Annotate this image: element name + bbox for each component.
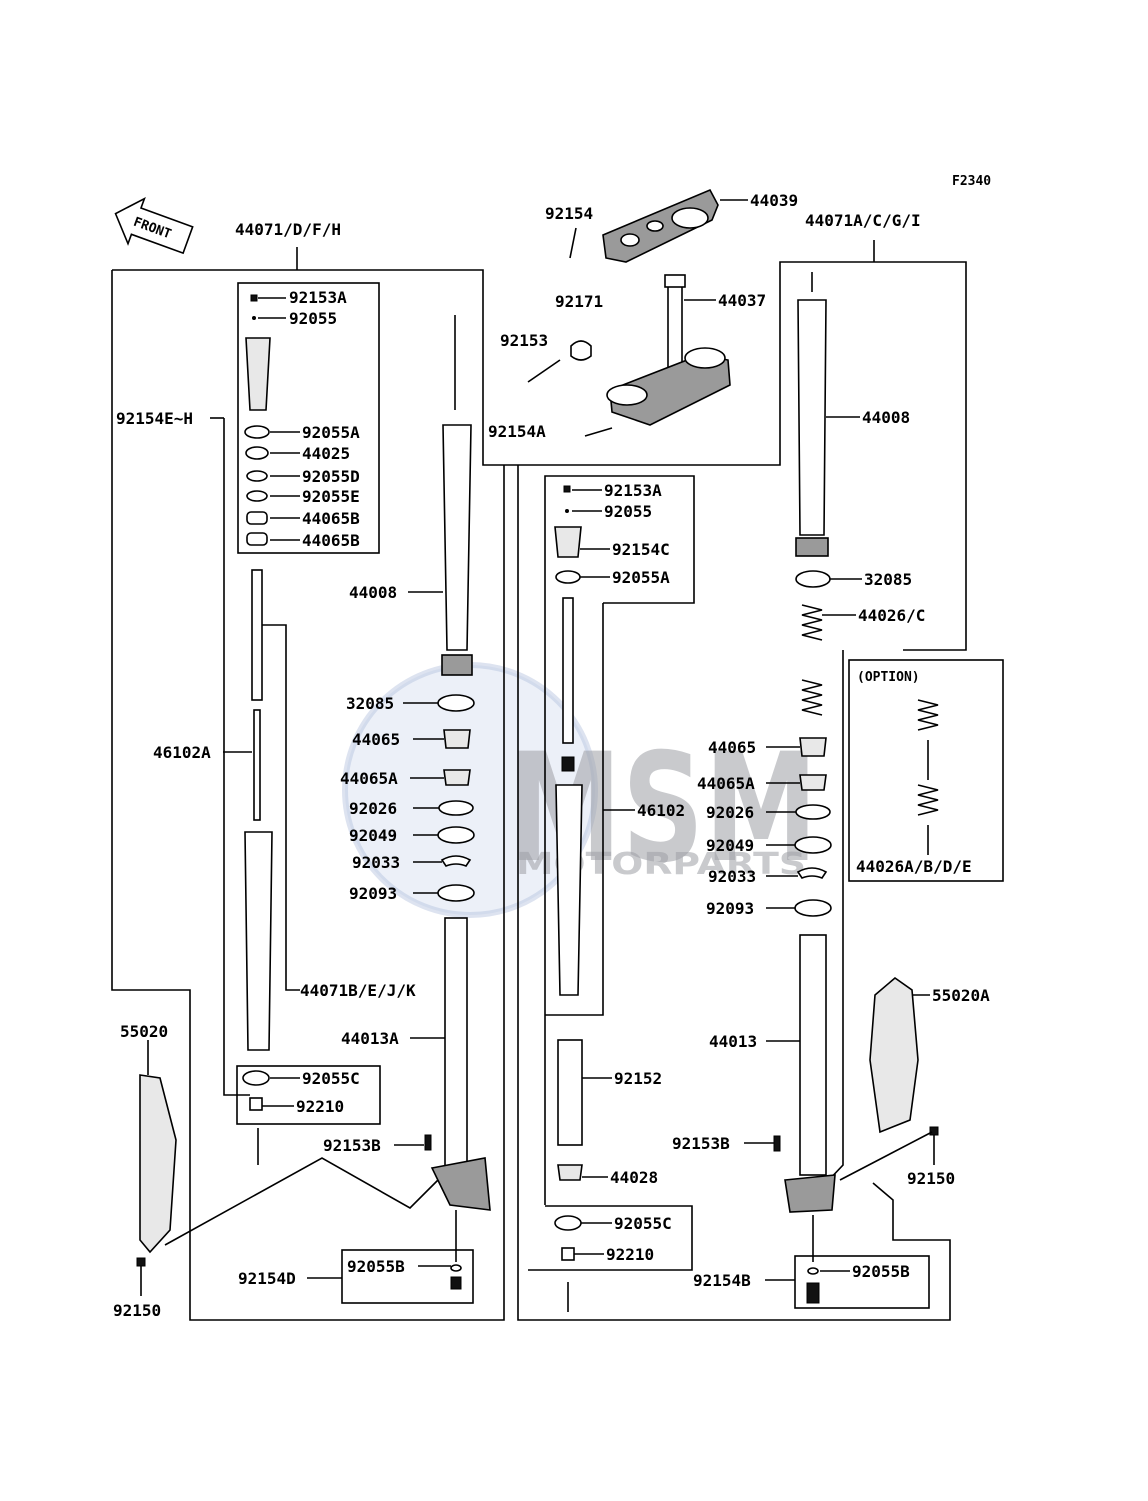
left-assembly-outline-lower [111,270,505,1321]
upper-triple-clamp [602,188,719,263]
left-seals [437,694,475,902]
label-92049-right: 92049 [706,836,754,855]
label-44025: 44025 [302,444,350,463]
label-46102a: 46102A [153,743,211,762]
label-92150-left: 92150 [113,1301,161,1320]
label-92055d: 92055D [302,467,360,486]
right-seals [794,570,832,917]
right-damper [555,597,583,996]
left-cap-kit-box [237,282,380,554]
left-assembly-outline [112,261,967,651]
label-92055-right: 92055 [604,502,652,521]
label-92152: 92152 [614,1069,662,1088]
left-outer-tube [441,315,473,676]
left-inner-tube [430,917,491,1211]
option-title: (OPTION) [857,670,920,685]
label-44026c: 44026/C [858,606,925,625]
label-44039: 44039 [750,191,798,210]
label-92055c-right: 92055C [614,1214,672,1233]
label-92049-left: 92049 [349,826,397,845]
label-44028: 44028 [610,1168,658,1187]
label-92093-right: 92093 [706,899,754,918]
right-assembly-outline [517,465,951,1321]
label-44037: 44037 [718,291,766,310]
label-44065b-2: 44065B [302,531,360,550]
right-cap-kit-box [544,475,695,1205]
label-92055-left: 92055 [289,309,337,328]
label-92055e: 92055E [302,487,360,506]
label-44071b-ejk: 44071B/E/J/K [300,981,416,1000]
option-spring [917,699,939,816]
front-arrow-icon: FRONT [114,196,194,255]
label-92026-right: 92026 [706,803,754,822]
left-small-parts [136,1070,462,1290]
label-44065-left: 44065 [352,730,400,749]
label-44065-right: 44065 [708,738,756,757]
steering-stem [664,274,686,376]
label-92210-left: 92210 [296,1097,344,1116]
label-92033-left: 92033 [352,853,400,872]
right-spring [801,604,823,716]
right-cap-parts [554,485,582,584]
label-92055a-left: 92055A [302,423,360,442]
label-44071-dfh: 44071/D/F/H [235,220,341,239]
label-92210-right: 92210 [606,1245,654,1264]
label-44065b-1: 44065B [302,509,360,528]
label-92093-left: 92093 [349,884,397,903]
label-92055c-left: 92055C [302,1069,360,1088]
label-92154d: 92154D [238,1269,296,1288]
leader-lines [140,199,935,1296]
lower-triple-clamp [606,347,731,426]
label-92153a-right: 92153A [604,481,662,500]
right-inner-tube [784,934,836,1213]
label-92055b-left: 92055B [347,1257,405,1276]
label-44013a: 44013A [341,1029,399,1048]
figure-code: F2340 [952,174,991,189]
label-44008-right: 44008 [862,408,910,427]
label-92154c: 92154C [612,540,670,559]
label-92154b: 92154B [693,1271,751,1290]
label-92153b-right: 92153B [672,1134,730,1153]
label-92154a: 92154A [488,422,546,441]
label-92026-left: 92026 [349,799,397,818]
left-damper-rod [251,569,263,821]
label-55020a: 55020A [932,986,990,1005]
option-spring-box [848,659,1004,882]
label-92055b-right: 92055B [852,1262,910,1281]
label-92154-top: 92154 [545,204,593,223]
right-outer-tube [795,272,829,557]
label-92153b-left: 92153B [323,1136,381,1155]
right-small-parts [554,1039,939,1304]
label-92153-clamp: 92153 [500,331,548,350]
right-drain-kit-box [794,1255,930,1309]
label-92154e-h: 92154E~H [116,409,193,428]
left-drain-kit-box [341,1249,474,1304]
cable-clamp [570,340,592,361]
left-fork-guard [139,1074,177,1254]
left-cap-parts [244,294,271,546]
label-92150-right: 92150 [907,1169,955,1188]
label-55020: 55020 [120,1022,168,1041]
part-labels: 44039 92154 44071/D/F/H 44071A/C/G/I 921… [113,191,990,1320]
watermark: MSM MOTORPARTS [342,662,818,918]
label-44026a-bde: 44026A/B/D/E [856,857,972,876]
damper-outline [545,603,604,1016]
label-32085-right: 32085 [864,570,912,589]
label-92153a-left: 92153A [289,288,347,307]
label-44013: 44013 [709,1032,757,1051]
label-44065a-left: 44065A [340,769,398,788]
label-44008-left: 44008 [349,583,397,602]
label-44071a-cgi: 44071A/C/G/I [805,211,921,230]
label-92055a-right: 92055A [612,568,670,587]
right-fork-guard [869,976,919,1134]
label-44065a-right: 44065A [697,774,755,793]
label-92171: 92171 [555,292,603,311]
label-92033-right: 92033 [708,867,756,886]
label-32085-left: 32085 [346,694,394,713]
label-46102: 46102 [637,801,685,820]
left-damper-cylinder [244,831,273,1051]
